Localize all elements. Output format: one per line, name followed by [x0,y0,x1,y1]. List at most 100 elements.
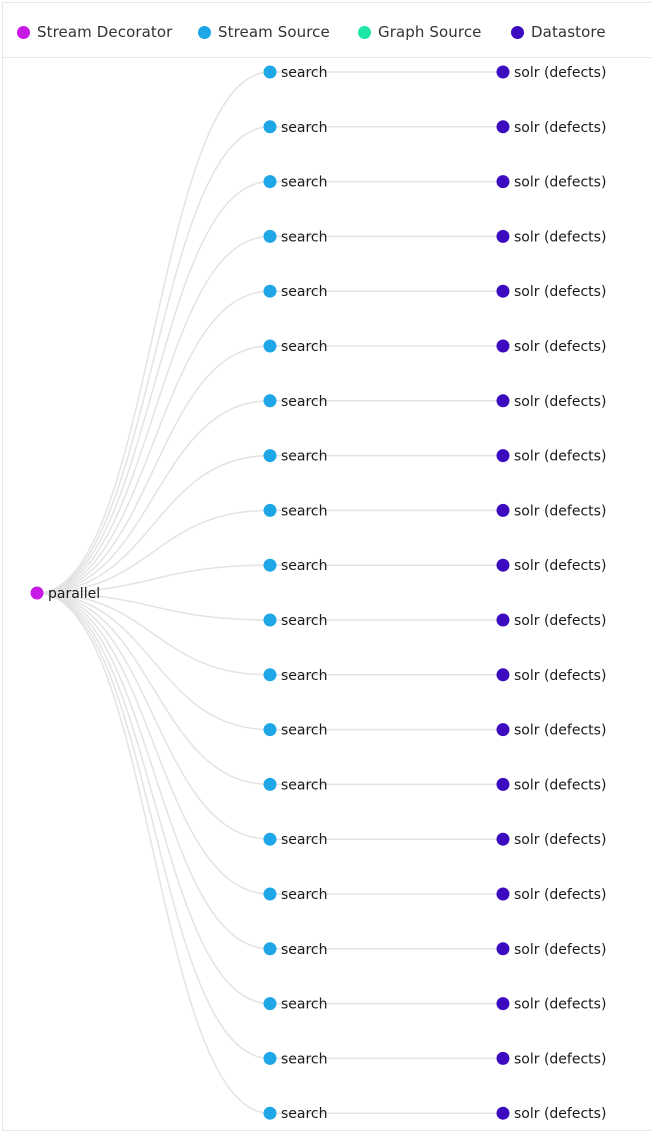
search-node[interactable]: search [263,887,328,903]
datastore-node[interactable]: solr (defects) [496,394,607,410]
search-node[interactable]: search [263,1051,328,1067]
stream-decorator-dot-icon [17,25,30,39]
datastore-node[interactable]: solr (defects) [496,449,607,465]
datastore-node-dot [496,613,510,627]
link-parallel-search [36,592,271,895]
datastore-node[interactable]: solr (defects) [496,668,607,684]
search-node-label: search [281,394,328,410]
search-node[interactable]: search [263,613,328,629]
legend-item-stream-source[interactable]: Stream Source [198,22,330,42]
datastore-node-label: solr (defects) [514,1106,606,1122]
search-node-label: search [281,668,328,684]
search-node-dot [263,65,277,79]
datastore-node[interactable]: solr (defects) [496,613,607,629]
search-node-dot [263,229,277,243]
graph-source-dot-icon [358,25,371,39]
search-node[interactable]: search [263,120,328,136]
legend-label: Datastore [531,23,606,41]
datastore-node[interactable]: solr (defects) [496,503,607,519]
search-node[interactable]: search [263,668,328,684]
datastore-node-dot [496,942,510,956]
datastore-node-dot [496,229,510,243]
search-node-label: search [281,229,328,245]
datastore-node-dot [496,339,510,353]
datastore-node-dot [496,668,510,682]
search-node-label: search [281,832,328,848]
search-node-dot [263,175,277,189]
datastore-node-label: solr (defects) [514,1051,606,1067]
search-node-label: search [281,887,328,903]
datastore-node[interactable]: solr (defects) [496,339,607,355]
datastore-node[interactable]: solr (defects) [496,175,607,191]
search-node-dot [263,777,277,791]
link-parallel-search [36,592,271,621]
datastore-node[interactable]: solr (defects) [496,723,607,739]
search-node[interactable]: search [263,339,328,355]
search-node[interactable]: search [263,284,328,300]
datastore-node[interactable]: solr (defects) [496,942,607,958]
datastore-node-label: solr (defects) [514,558,606,574]
datastore-node-label: solr (defects) [514,229,606,245]
tree-links [36,71,503,1114]
search-node-dot [263,339,277,353]
search-node-label: search [281,339,328,355]
datastore-node[interactable]: solr (defects) [496,887,607,903]
link-parallel-search [36,592,271,676]
search-node[interactable]: search [263,65,328,81]
datastore-node-dot [496,65,510,79]
search-node[interactable]: search [263,997,328,1013]
datastore-node[interactable]: solr (defects) [496,558,607,574]
search-node-label: search [281,558,328,574]
search-node[interactable]: search [263,503,328,519]
search-node-label: search [281,723,328,739]
datastore-node-dot [496,832,510,846]
datastore-node[interactable]: solr (defects) [496,1051,607,1067]
link-parallel-search [36,454,271,594]
datastore-node-dot [496,723,510,737]
datastore-node-label: solr (defects) [514,284,606,300]
search-node-label: search [281,613,328,629]
link-parallel-search [36,235,271,594]
link-parallel-search [36,71,271,594]
datastore-node[interactable]: solr (defects) [496,832,607,848]
search-node-dot [263,723,277,737]
search-node[interactable]: search [263,394,328,410]
datastore-node-label: solr (defects) [514,503,606,519]
legend-item-graph-source[interactable]: Graph Source [358,22,482,42]
search-node-dot [263,1051,277,1065]
search-node[interactable]: search [263,558,328,574]
legend-label: Stream Source [218,23,330,41]
link-parallel-search [36,592,271,786]
datastore-node[interactable]: solr (defects) [496,777,607,793]
datastore-node[interactable]: solr (defects) [496,229,607,245]
legend-item-datastore[interactable]: Datastore [511,22,606,42]
search-node-label: search [281,942,328,958]
datastore-node-label: solr (defects) [514,120,606,136]
datastore-node[interactable]: solr (defects) [496,997,607,1013]
search-node[interactable]: search [263,229,328,245]
search-node[interactable]: search [263,942,328,958]
datastore-node-dot [496,887,510,901]
search-node[interactable]: search [263,777,328,793]
search-node-label: search [281,503,328,519]
datastore-node[interactable]: solr (defects) [496,65,607,81]
search-node[interactable]: search [263,449,328,465]
parallel-node[interactable]: parallel [30,586,101,602]
link-parallel-search [36,592,271,840]
datastore-node-label: solr (defects) [514,449,606,465]
search-node-dot [263,449,277,463]
datastore-node-dot [496,503,510,517]
datastore-node[interactable]: solr (defects) [496,284,607,300]
search-node-label: search [281,284,328,300]
search-node[interactable]: search [263,832,328,848]
datastore-node[interactable]: solr (defects) [496,120,607,136]
search-node-dot [263,613,277,627]
datastore-dot-icon [511,25,524,39]
datastore-node-dot [496,284,510,298]
search-node[interactable]: search [263,723,328,739]
legend-item-stream-decorator[interactable]: Stream Decorator [17,22,172,42]
search-node[interactable]: search [263,1106,328,1122]
datastore-node[interactable]: solr (defects) [496,1106,607,1122]
datastore-node-label: solr (defects) [514,832,606,848]
search-node[interactable]: search [263,175,328,191]
